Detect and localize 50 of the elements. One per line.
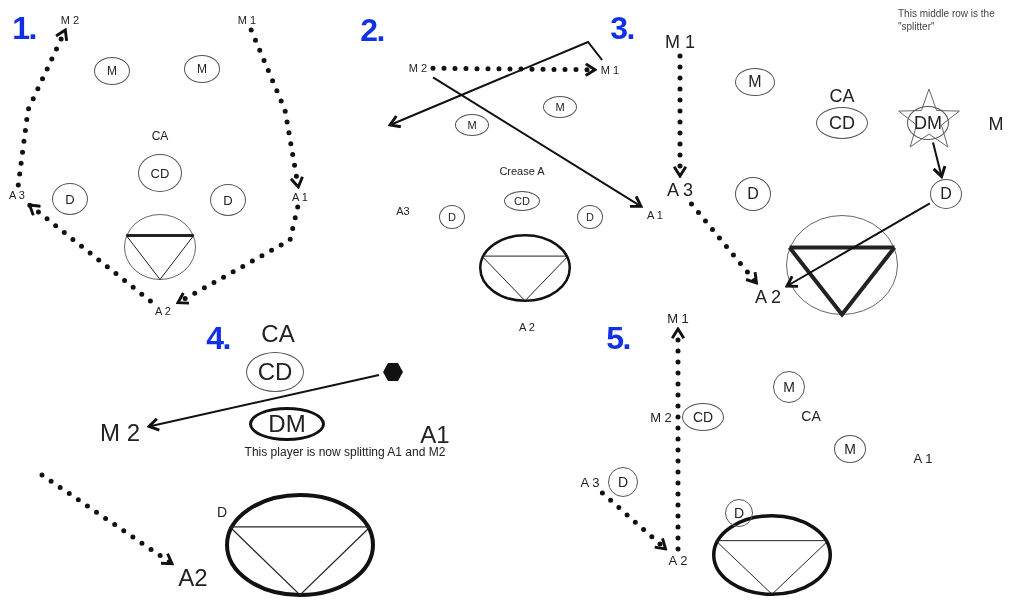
- hexagon-marker: [382, 361, 404, 383]
- player-label: A 1: [910, 450, 936, 466]
- arrow: [932, 141, 947, 178]
- arrow: [147, 374, 380, 432]
- step-number: 1.: [12, 12, 36, 44]
- player-circle: DM: [249, 407, 325, 441]
- step-number: 3.: [610, 12, 634, 44]
- dotted-arrow: [15, 27, 69, 188]
- arrow: [388, 40, 604, 129]
- dotted-arrow: [672, 53, 688, 179]
- arrow: [432, 76, 643, 208]
- dotted-arrow: [689, 201, 759, 286]
- player-label: M 2: [94, 419, 146, 447]
- position-label: CA: [261, 322, 295, 346]
- position-label: M: [988, 115, 1004, 133]
- arrow: [785, 202, 931, 288]
- player-label: A 2: [665, 552, 691, 568]
- player-label: M 2: [58, 13, 82, 27]
- player-label: A3: [392, 204, 414, 218]
- player-label: M 1: [665, 310, 691, 326]
- step-number: 2.: [360, 14, 384, 46]
- player-label: M 1: [598, 63, 622, 77]
- player-label: M 2: [406, 61, 430, 75]
- step-number: 4.: [206, 322, 230, 354]
- position-label: D: [216, 505, 228, 519]
- dotted-arrow: [670, 326, 686, 552]
- player-label: M 2: [648, 409, 674, 425]
- note-text: This middle row is the "splitter": [898, 8, 996, 33]
- position-label: CA: [829, 87, 855, 105]
- position-label: Crease A: [499, 165, 545, 177]
- dotted-arrow: [430, 62, 598, 77]
- dotted-arrow: [39, 472, 175, 567]
- player-label: A 1: [644, 208, 666, 222]
- dotted-arrow: [599, 490, 669, 552]
- player-label: A 2: [752, 286, 784, 308]
- player-label: A 2: [515, 320, 539, 334]
- player-label: A 1: [288, 190, 312, 204]
- player-label: M 1: [664, 31, 696, 53]
- player-label: M 1: [235, 13, 259, 27]
- dotted-arrow: [27, 202, 153, 304]
- player-label: A 3: [664, 179, 696, 201]
- player-label: A 3: [5, 188, 29, 202]
- dotted-arrow: [175, 204, 301, 306]
- step-number: 5.: [606, 322, 630, 354]
- dotted-arrow: [248, 27, 304, 190]
- player-label: A 2: [151, 304, 175, 318]
- player-label: A 3: [577, 474, 603, 490]
- position-label: CA: [151, 130, 169, 142]
- player-label: A2: [175, 564, 211, 592]
- position-label: CA: [801, 409, 821, 423]
